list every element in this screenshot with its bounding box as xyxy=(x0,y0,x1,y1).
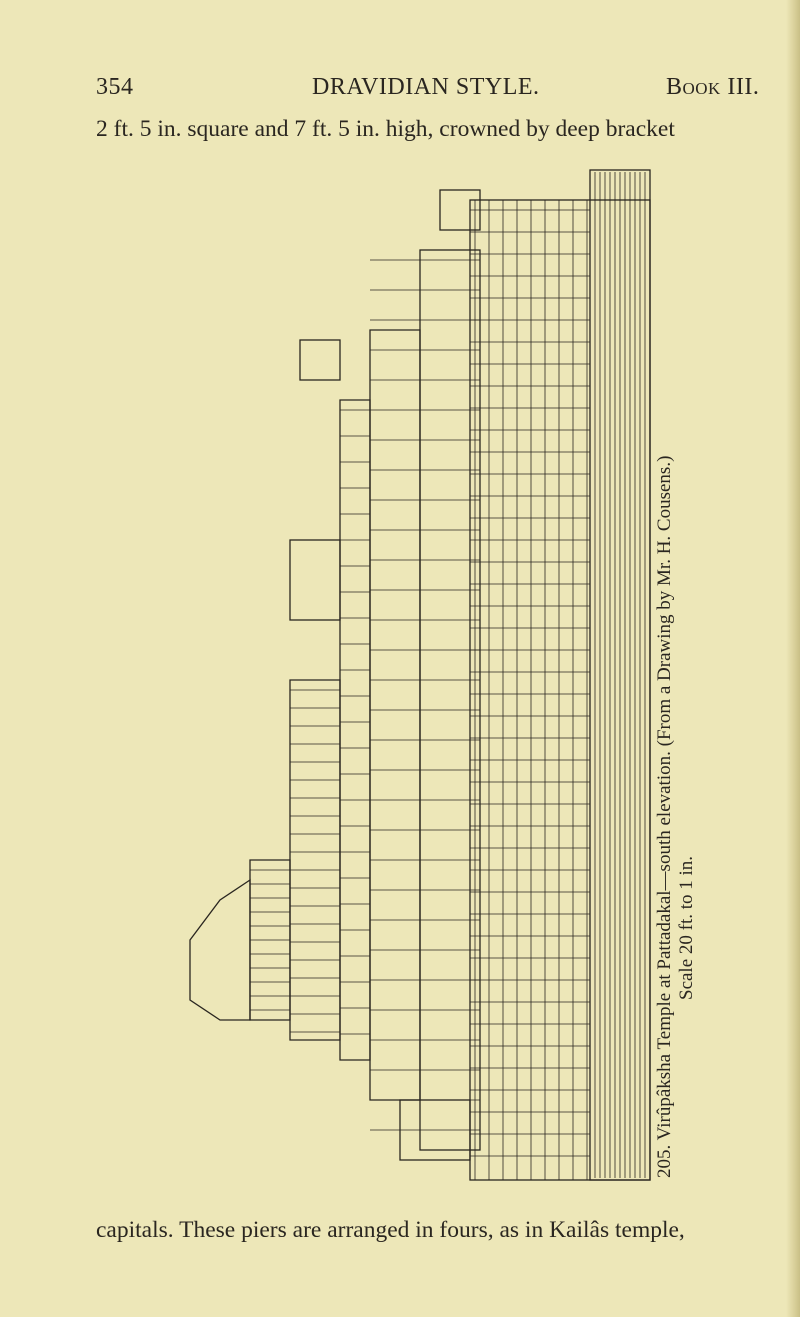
page-edge-shadow xyxy=(786,0,800,1317)
page-number: 354 xyxy=(96,74,134,100)
body-text-line-top: 2 ft. 5 in. square and 7 ft. 5 in. high,… xyxy=(96,116,675,142)
temple-elevation-illustration xyxy=(189,169,651,1181)
body-text-line-bottom: capitals. These piers are arranged in fo… xyxy=(96,1217,685,1243)
figure-caption: 205. Virûpâksha Temple at Pattadakal—sou… xyxy=(654,455,675,1178)
figure-scale: Scale 20 ft. to 1 in. xyxy=(676,855,697,1000)
book-label: Book III. xyxy=(666,74,760,100)
running-title: DRAVIDIAN STYLE. xyxy=(312,74,540,100)
